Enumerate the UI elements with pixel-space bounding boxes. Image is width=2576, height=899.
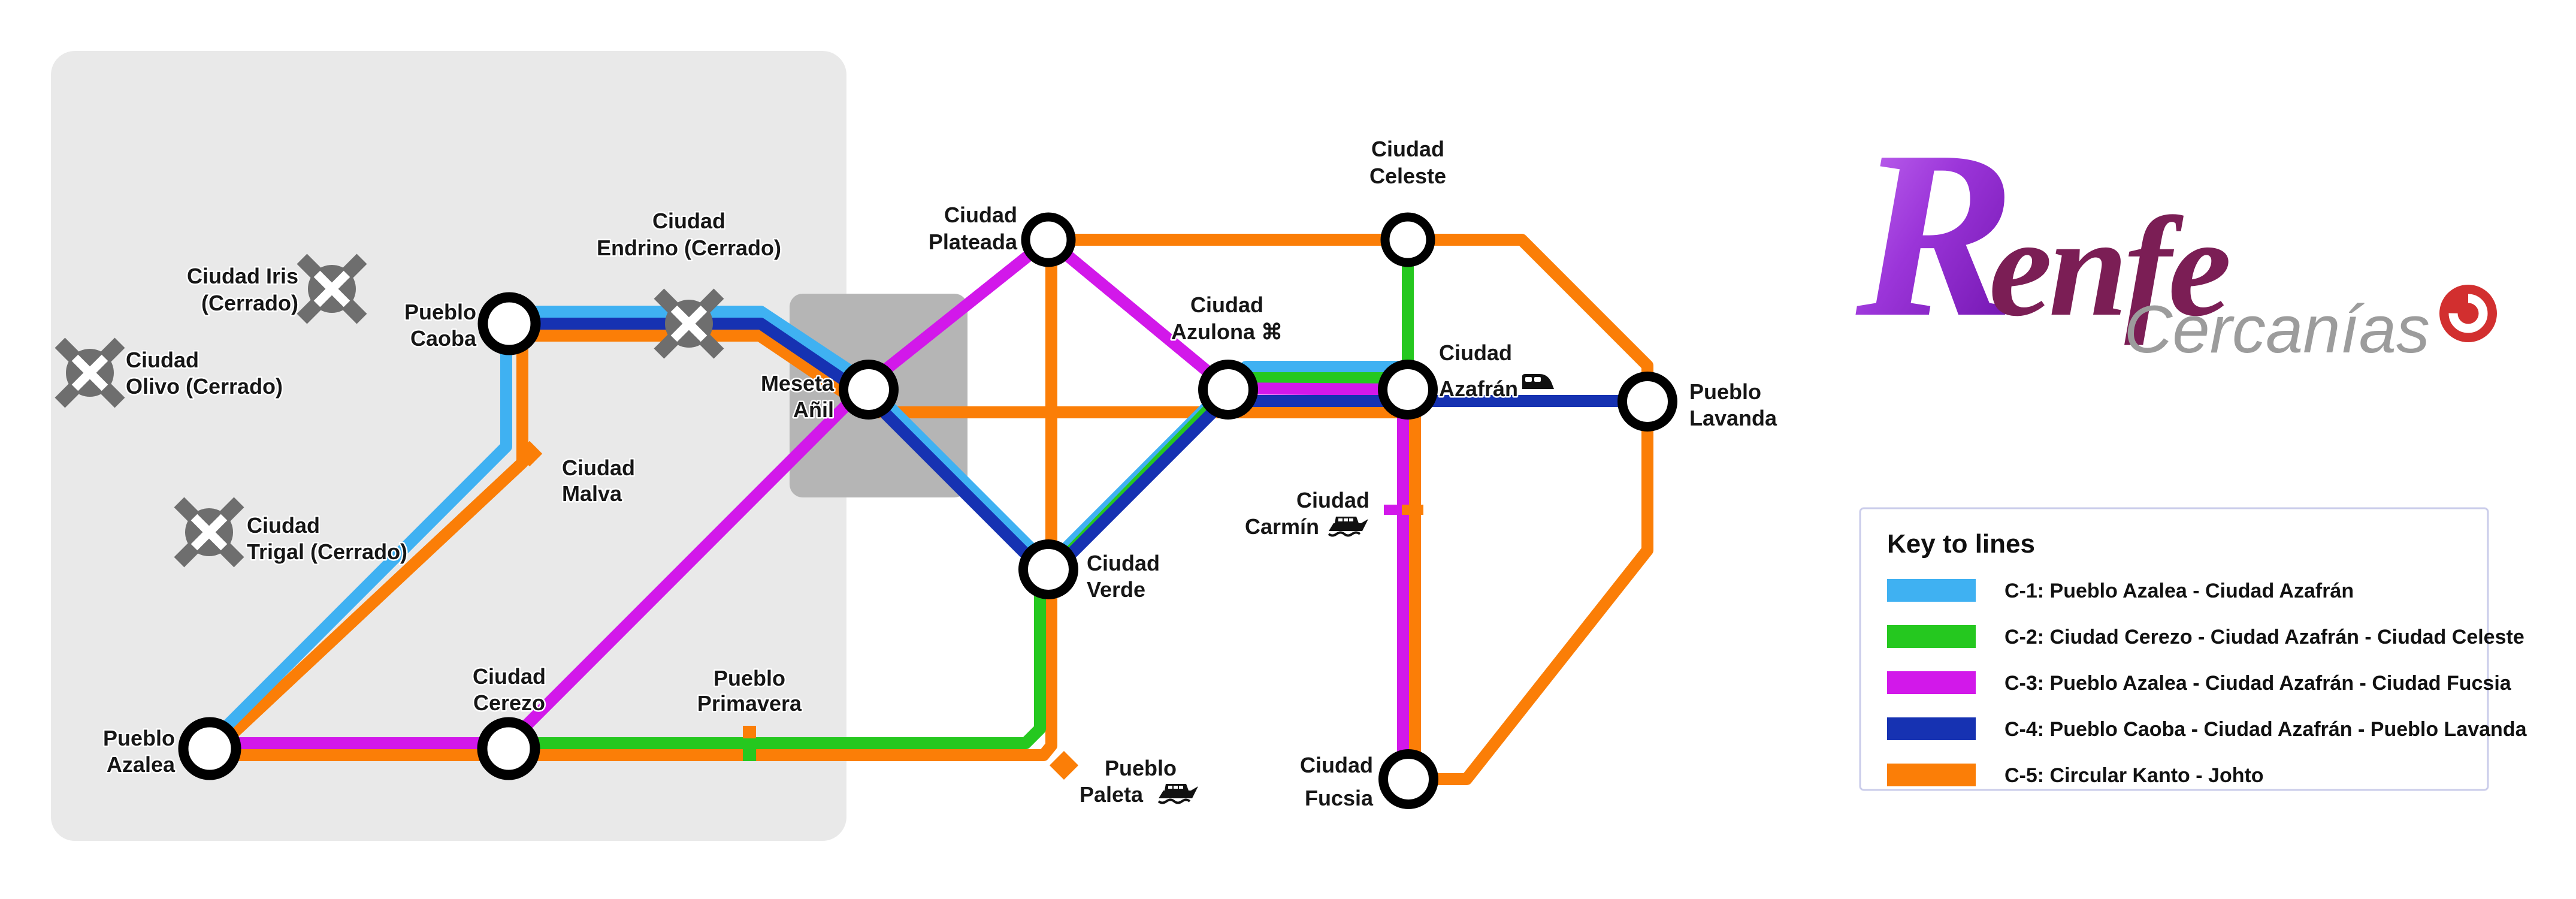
station-tick-primavera-green — [743, 749, 756, 761]
ferry-icon — [1328, 517, 1368, 537]
label-celeste-2: Celeste — [1369, 164, 1446, 188]
label-cerezo-2: Cerezo — [473, 690, 545, 715]
label-malva-1: Ciudad — [562, 455, 635, 480]
label-iris-2: (Cerrado) — [201, 291, 298, 315]
station-markers — [178, 212, 1677, 809]
label-primavera-1: Pueblo — [713, 666, 785, 690]
station-marker-meseta — [839, 360, 899, 420]
label-azalea-2: Azalea — [107, 752, 176, 777]
label-malva-2: Malva — [562, 481, 622, 506]
station-marker-caoba — [477, 292, 541, 355]
label-caoba-2: Caoba — [410, 326, 477, 351]
legend-title: Key to lines — [1887, 529, 2035, 559]
renfe-logo: R enfe Cercanías — [1852, 101, 2497, 367]
label-paleta-2: Paleta — [1080, 782, 1144, 807]
label-trigal-1: Ciudad — [247, 513, 320, 538]
station-tick-carmin-orange — [1402, 505, 1423, 515]
label-azulona-2: Azulona ⌘ — [1171, 319, 1283, 344]
label-caoba-1: Pueblo — [404, 300, 476, 324]
label-paleta-1: Pueblo — [1105, 756, 1177, 780]
label-azalea-1: Pueblo — [103, 726, 175, 750]
legend-label-c3: C-3: Pueblo Azalea - Ciudad Azafrán - Ci… — [2004, 672, 2512, 695]
station-tick-paleta — [1049, 750, 1079, 780]
station-marker-azafran — [1378, 360, 1438, 420]
station-marker-plateada — [1021, 212, 1076, 267]
label-endrino-2: Endrino (Cerrado) — [597, 236, 781, 260]
label-olivo-2: Olivo (Cerrado) — [126, 374, 283, 399]
label-iris-1: Ciudad Iris — [187, 264, 298, 288]
closed-station-icon-iris — [297, 254, 367, 324]
renfe-wordmark-r: R — [1852, 101, 2016, 367]
label-azulona-1: Ciudad — [1190, 292, 1263, 317]
label-verde-2: Verde — [1087, 577, 1145, 602]
label-cerezo-1: Ciudad — [473, 664, 546, 689]
legend-box — [1859, 507, 2489, 791]
station-marker-azulona — [1198, 360, 1258, 420]
legend-label-c1: C-1: Pueblo Azalea - Ciudad Azafrán — [2004, 580, 2354, 602]
label-azafran-2: Azafrán — [1439, 376, 1518, 401]
legend-label-c4: C-4: Pueblo Caoba - Ciudad Azafrán - Pue… — [2004, 718, 2527, 741]
cercanias-icon — [2439, 285, 2497, 342]
station-marker-azalea — [178, 717, 241, 780]
legend-swatch-c1 — [1887, 579, 1976, 602]
cercanias-wordmark: Cercanías — [2124, 292, 2430, 367]
label-celeste-1: Ciudad — [1371, 137, 1444, 161]
closed-station-icon-trigal — [174, 497, 244, 568]
label-carmin-2: Carmín — [1245, 514, 1319, 539]
label-meseta-2: Añil — [793, 397, 834, 422]
closed-station-icons — [55, 254, 724, 568]
legend-label-c2: C-2: Ciudad Cerezo - Ciudad Azafrán - Ci… — [2004, 626, 2524, 648]
station-marker-verde — [1018, 539, 1078, 599]
label-fucsia-1: Ciudad — [1300, 753, 1373, 777]
station-labels: Pueblo Azalea Ciudad Cerezo Pueblo Prima… — [101, 135, 1779, 812]
ferry-icon — [1157, 784, 1198, 804]
station-marker-cerezo — [477, 717, 540, 780]
label-lavanda-2: Lavanda — [1689, 406, 1777, 430]
station-marker-fucsia — [1378, 749, 1438, 809]
legend-swatch-c5 — [1887, 764, 1976, 786]
label-fucsia-2: Fucsia — [1305, 786, 1374, 810]
label-carmin-1: Ciudad — [1296, 488, 1369, 512]
label-lavanda-1: Pueblo — [1689, 379, 1761, 404]
label-endrino-1: Ciudad — [652, 209, 725, 233]
label-plateada-2: Plateada — [929, 230, 1018, 254]
label-meseta-1: Meseta — [761, 371, 835, 396]
station-tick-primavera-orange — [743, 726, 756, 738]
johto-region — [51, 51, 846, 841]
label-primavera-2: Primavera — [697, 691, 802, 716]
closed-station-icon-endrino — [654, 288, 724, 359]
station-marker-celeste — [1380, 212, 1435, 267]
legend-swatch-c3 — [1887, 671, 1976, 694]
station-marker-lavanda — [1617, 372, 1677, 432]
renfe-wordmark-rest: enfe — [1989, 188, 2229, 346]
label-trigal-2: Trigal (Cerrado) — [247, 539, 407, 564]
closed-station-icon-olivo — [55, 337, 125, 408]
legend: Key to lines C-1: Pueblo Azalea - Ciudad… — [1859, 507, 2527, 791]
legend-swatch-c2 — [1887, 625, 1976, 648]
legend-label-c5: C-5: Circular Kanto - Johto — [2004, 764, 2264, 787]
legend-swatch-c4 — [1887, 717, 1976, 740]
label-verde-1: Ciudad — [1087, 551, 1160, 575]
label-azafran-1: Ciudad — [1439, 340, 1512, 365]
train-icon — [1522, 374, 1554, 389]
label-olivo-1: Ciudad — [126, 348, 199, 372]
label-plateada-1: Ciudad — [944, 203, 1017, 227]
station-tick-carmin-magenta — [1384, 505, 1402, 515]
